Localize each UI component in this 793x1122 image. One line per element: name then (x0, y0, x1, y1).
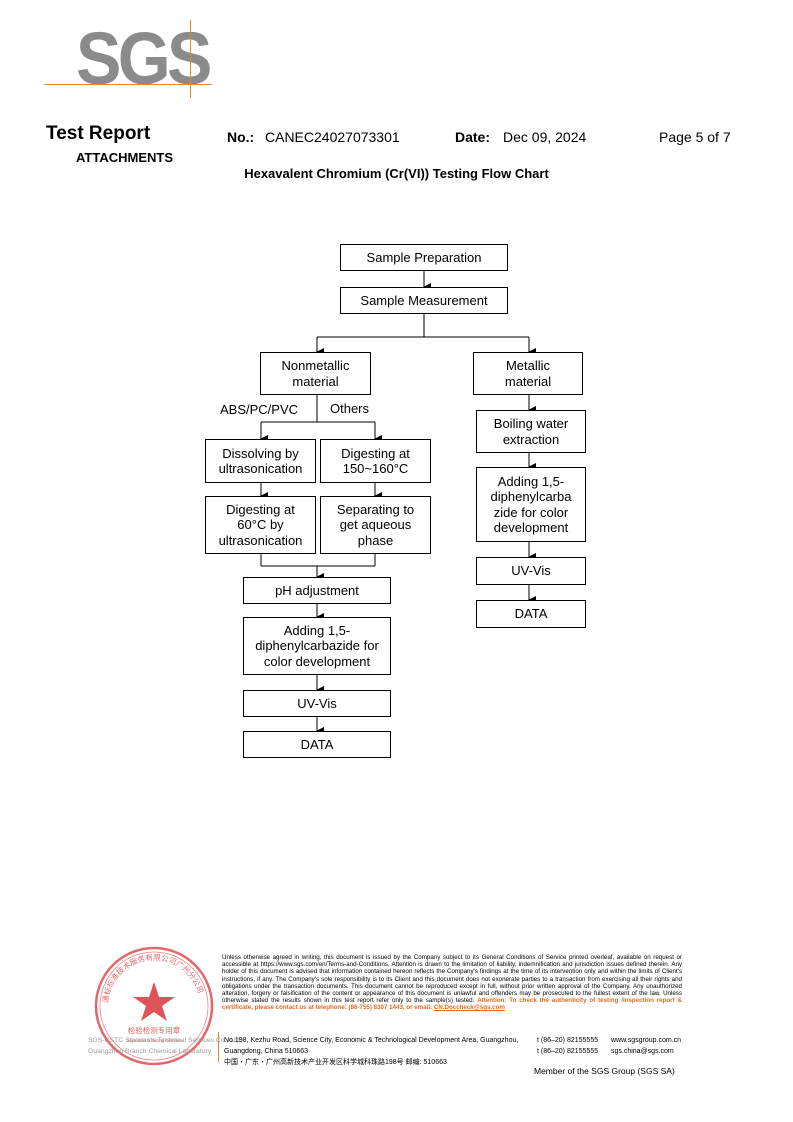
box-data-right: DATA (476, 600, 586, 628)
box-metallic-material: Metallic material (473, 352, 583, 395)
doccheck-email-link[interactable]: CN.Doccheck@sgs.com (433, 1004, 505, 1012)
seal-stamp-icon: 检验检测专用章 Inspection & Testing Services 通标… (94, 946, 214, 1066)
sgs-logo: SGS (76, 17, 212, 100)
report-number-label: No.: (227, 129, 255, 145)
box-sample-preparation: Sample Preparation (340, 244, 508, 271)
report-date: Dec 09, 2024 (503, 129, 587, 145)
section-label: ATTACHMENTS (76, 150, 174, 165)
telephone-block: t (86–20) 82155555 t (86–20) 82155555 (537, 1037, 599, 1055)
report-number: CANEC24027073301 (265, 129, 400, 145)
member-statement: Member of the SGS Group (SGS SA) (534, 1066, 675, 1076)
box-nonmetallic-material: Nonmetallic material (260, 352, 371, 395)
box-adding-diphenylcarbazide-left: Adding 1,5- diphenylcarbazide for color … (243, 617, 391, 675)
box-data-left: DATA (243, 731, 391, 758)
box-digesting-60: Digesting at 60°C by ultrasonication (205, 496, 316, 554)
address-block: No.198, Kezhu Road, Science City, Econom… (224, 1037, 519, 1066)
page-number: Page 5 of 7 (659, 129, 731, 145)
box-sample-measurement: Sample Measurement (340, 287, 508, 314)
box-uv-vis-right: UV-Vis (476, 557, 586, 585)
date-label: Date: (455, 129, 491, 145)
footer-divider (218, 1032, 219, 1062)
logo-divider-vertical (190, 20, 191, 98)
report-title: Test Report (46, 123, 151, 144)
disclaimer-text: Unless otherwise agreed in writing, this… (222, 954, 682, 1012)
box-boiling-water-extraction: Boiling water extraction (476, 410, 586, 453)
branch-label-others: Others (330, 401, 370, 416)
box-separating-aqueous: Separating to get aqueous phase (320, 496, 431, 554)
company-name: SGS-CSTC Standards Technical Services Co… (88, 1037, 242, 1055)
branch-label-abs-pc-pvc: ABS/PC/PVC (220, 402, 299, 417)
box-dissolving-ultrasonication: Dissolving by ultrasonication (205, 439, 316, 483)
box-digesting-150: Digesting at 150~160°C (320, 439, 431, 483)
chart-title: Hexavalent Chromium (Cr(VI)) Testing Flo… (244, 166, 549, 181)
box-adding-diphenylcarbazide-right: Adding 1,5- diphenylcarba zide for color… (476, 467, 586, 542)
svg-text:Inspection & Testing Services: Inspection & Testing Services (127, 1038, 182, 1043)
web-email-block: www.sgsgroup.com.cn sgs.china@sgs.com (611, 1035, 681, 1057)
svg-text:检验检测专用章: 检验检测专用章 (128, 1025, 181, 1035)
contact-email-link[interactable]: sgs.china@sgs.com (611, 1048, 674, 1055)
website-link[interactable]: www.sgsgroup.com.cn (611, 1037, 682, 1044)
box-uv-vis-left: UV-Vis (243, 690, 391, 717)
logo-divider-horizontal (44, 84, 212, 85)
box-ph-adjustment: pH adjustment (243, 577, 391, 604)
